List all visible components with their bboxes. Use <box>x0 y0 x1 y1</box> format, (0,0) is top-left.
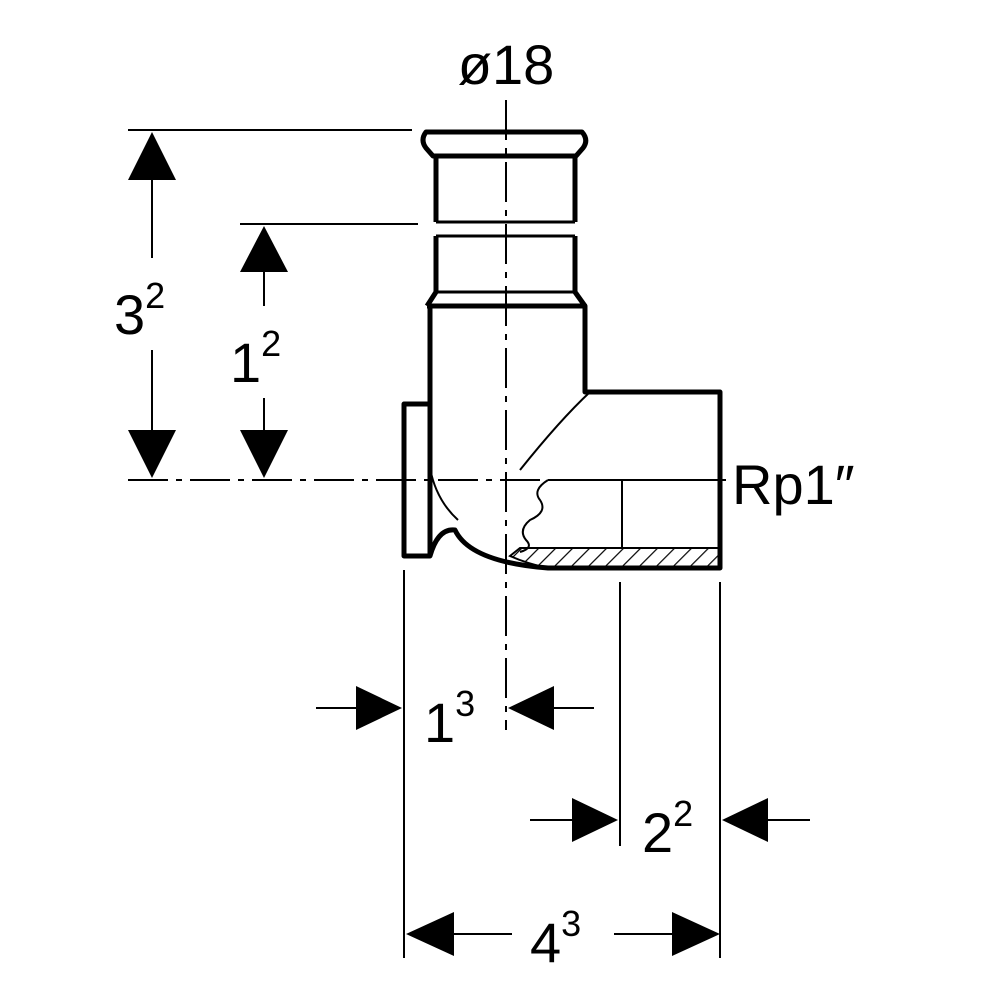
thread-depth-value: 22 <box>642 793 693 864</box>
arrow-down-icon <box>128 430 176 478</box>
overall-height-value: 32 <box>114 275 165 346</box>
flange-offset-value: 13 <box>424 683 475 754</box>
thread-size-label: Rp1″ <box>732 453 855 516</box>
arrow-right-icon <box>572 798 618 842</box>
dim-flange-offset: 13 <box>316 683 594 754</box>
inner-bend-line <box>519 391 591 471</box>
arrow-right-icon <box>672 912 720 956</box>
arrow-right-icon <box>356 686 402 730</box>
arrow-left-icon <box>406 912 454 956</box>
dim-inner-height: 12 <box>230 226 288 478</box>
thread-section-hatch <box>508 547 721 569</box>
body-outline <box>427 303 723 571</box>
socket-bead <box>420 129 589 159</box>
arrow-left-icon <box>508 686 554 730</box>
arrow-up-icon <box>128 132 176 180</box>
diameter-label: ø18 <box>458 33 555 96</box>
overall-width-value: 43 <box>530 903 581 974</box>
dim-overall-height: 32 <box>114 132 176 478</box>
arrow-left-icon <box>722 798 768 842</box>
socket-tube <box>433 156 578 222</box>
cutaway-break-line <box>519 479 549 553</box>
fitting-body <box>401 129 723 571</box>
inner-socket-curve <box>429 467 459 521</box>
extension-lines <box>128 129 721 958</box>
dim-thread-depth: 22 <box>530 793 810 864</box>
arrow-down-icon <box>240 430 288 478</box>
inner-height-value: 12 <box>230 323 281 394</box>
dim-overall-width: 43 <box>406 903 720 974</box>
center-lines <box>128 100 728 730</box>
arrow-up-icon <box>240 226 288 272</box>
